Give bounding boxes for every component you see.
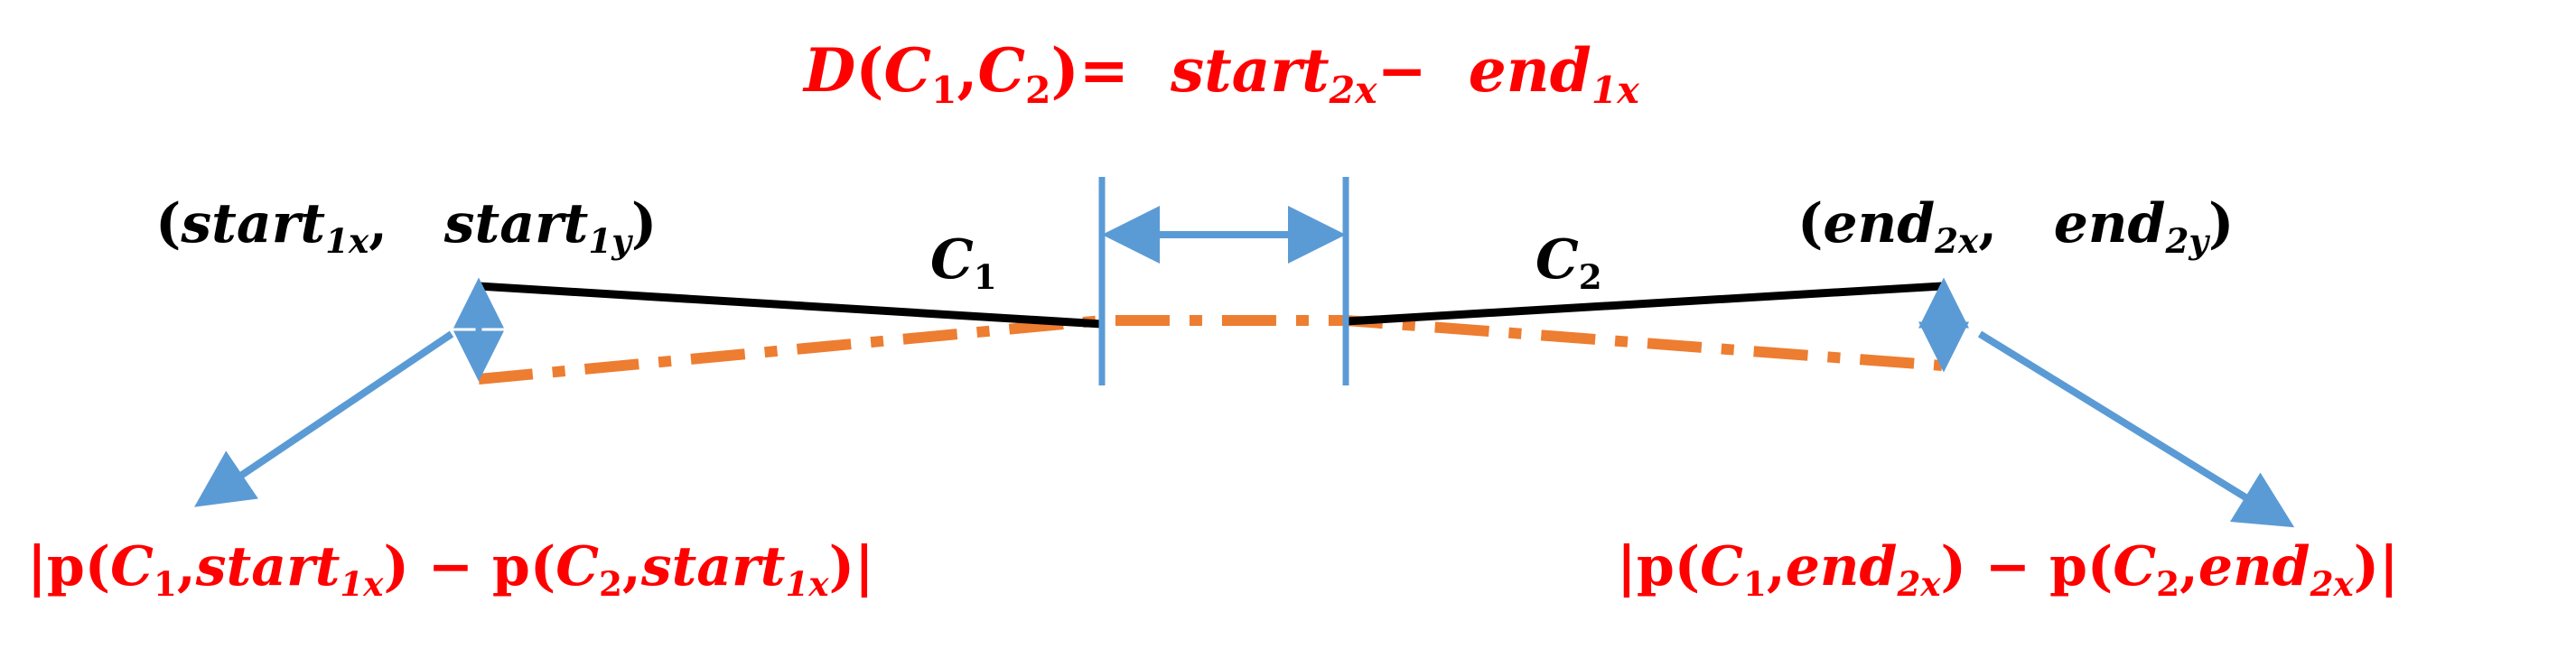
right-difference-formula: |p(C1,end2x) − p(C2,end2x)|: [1617, 540, 2399, 601]
curve-c2-letter: C: [1535, 228, 1579, 292]
end-point-x-sub: 2x: [1935, 220, 1979, 261]
left-start2: start: [640, 535, 786, 598]
curve-c1-letter: C: [930, 228, 974, 292]
start-point-open: (: [155, 192, 182, 255]
right-end2-sub: 2x: [2310, 563, 2354, 604]
right-minus: −: [1984, 535, 2031, 598]
left-pointer-arrow: [194, 330, 454, 507]
left-c2: C: [555, 535, 600, 598]
curve-c2-sub: 2: [1578, 256, 1602, 297]
end-point-comma: ,: [1978, 192, 1998, 255]
distance-start-sub: 2x: [1329, 69, 1377, 113]
distance-end: end: [1468, 35, 1591, 106]
left-start1: start: [195, 535, 341, 598]
end-point-close: ): [2207, 192, 2235, 255]
curve-c1-line: [478, 282, 1103, 329]
curve-c1-sub: 1: [973, 256, 997, 297]
right-end1: end: [1785, 535, 1898, 598]
left-c1: C: [110, 535, 154, 598]
distance-formula: D(C1,C2)= start2x− end1x: [804, 41, 1639, 109]
distance-c1: C: [883, 35, 931, 106]
end-point-open: (: [1797, 192, 1824, 255]
start-point-comma: ,: [369, 192, 388, 255]
end-point-label: (end2x, end2y): [1797, 197, 2234, 258]
distance-minus: −: [1377, 35, 1427, 106]
right-c2: C: [2113, 535, 2157, 598]
left-p1: p: [46, 535, 85, 598]
curve-c2-label: C2: [1535, 233, 1602, 294]
left-close2: ): [828, 535, 854, 598]
start-point-x-sub: 1x: [325, 220, 369, 261]
right-c1: C: [1700, 535, 1743, 598]
right-p2: p: [2049, 535, 2087, 598]
right-open1: (: [1674, 535, 1701, 598]
distance-c1-sub: 1: [931, 69, 957, 113]
left-comma2: ,: [621, 535, 641, 598]
right-pointer-arrow: [1977, 330, 2295, 528]
right-bar-close: |: [2379, 535, 2399, 598]
right-c2-sub: 2: [2156, 563, 2179, 604]
right-p1: p: [1636, 535, 1675, 598]
distance-comma: ,: [957, 35, 978, 106]
distance-c2: C: [977, 35, 1025, 106]
right-open2: (: [2086, 535, 2114, 598]
fitted-connector-line: [478, 315, 1943, 385]
left-open2: (: [529, 535, 556, 598]
end-point-y: end: [2053, 192, 2166, 255]
left-bar-open: |: [27, 535, 47, 598]
left-close1: ): [383, 535, 409, 598]
start-point-x: start: [181, 192, 326, 255]
right-end1-sub: 2x: [1897, 563, 1941, 604]
right-comma1: ,: [1766, 535, 1786, 598]
left-p2: p: [491, 535, 530, 598]
distance-start: start: [1170, 35, 1330, 106]
right-comma2: ,: [2179, 535, 2198, 598]
end-point-y-sub: 2y: [2165, 220, 2208, 261]
right-end2: end: [2198, 535, 2310, 598]
left-minus: −: [427, 535, 474, 598]
left-comma1: ,: [176, 535, 196, 598]
left-open1: (: [84, 535, 111, 598]
right-close2: ): [2353, 535, 2380, 598]
left-bar-close: |: [854, 535, 874, 598]
distance-open: (: [855, 35, 884, 106]
start-point-y-sub: 1y: [588, 220, 631, 261]
right-bar-open: |: [1617, 535, 1637, 598]
distance-end-sub: 1x: [1591, 69, 1639, 113]
left-c1-sub: 1: [153, 563, 177, 604]
left-start1-sub: 1x: [340, 563, 384, 604]
curve-c2-line: [1345, 282, 1943, 326]
start-point-close: ): [630, 192, 658, 255]
right-c1-sub: 1: [1742, 563, 1767, 604]
start-point-label: (start1x, start1y): [155, 197, 657, 258]
curve-c1-label: C1: [930, 233, 997, 294]
left-difference-formula: |p(C1,start1x) − p(C2,start1x)|: [27, 540, 874, 601]
distance-d: D: [804, 35, 856, 106]
distance-close-eq: )=: [1050, 35, 1129, 106]
left-start2-sub: 1x: [785, 563, 829, 604]
end-point-x: end: [1823, 192, 1936, 255]
start-point-y: start: [443, 192, 589, 255]
left-c2-sub: 2: [599, 563, 622, 604]
right-close1: ): [1940, 535, 1966, 598]
distance-c2-sub: 2: [1024, 69, 1051, 113]
